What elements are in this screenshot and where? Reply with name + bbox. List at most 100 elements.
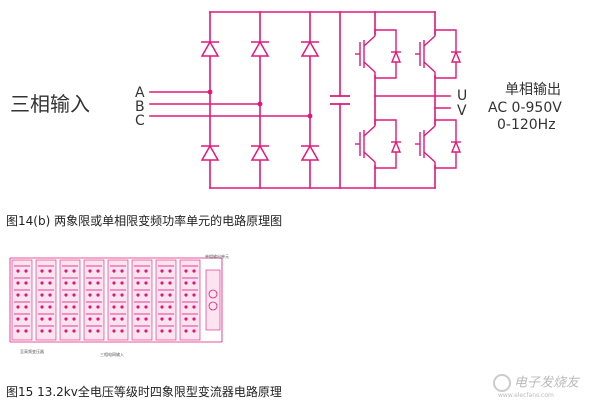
output-v-label: V [457,103,467,119]
power-cell-4-node-b-2 [96,281,100,285]
power-cell-4-node-a-5 [88,317,92,321]
thumbnail-label-output: 单相输出单元 [205,254,229,259]
igbt-lower-left [355,119,402,169]
power-cell-4-node-b-3 [96,293,100,297]
power-cell-7-node-a-6 [160,329,164,333]
power-cell-6 [131,259,153,341]
power-cell-5-node-a-3 [112,293,116,297]
watermark-url: www.elecfans.com [498,392,554,399]
power-cell-7-node-a-3 [160,293,164,297]
power-cell-5-node-b-4 [120,305,124,309]
power-cell-2-node-a-3 [40,293,44,297]
power-cell-6-node-a-6 [136,329,140,333]
power-cell-1-node-b-1 [24,269,28,273]
diode-lower-1 [200,144,220,161]
output-voltage: AC 0-950V [488,100,562,116]
power-cell-1-node-b-6 [24,329,28,333]
power-cell-6-node-a-2 [136,281,140,285]
power-cell-8-node-a-5 [184,317,188,321]
power-cell-2-node-b-5 [48,317,52,321]
power-cell-2-node-b-3 [48,293,52,297]
power-cell-3-node-b-3 [72,293,76,297]
power-cell-7-node-a-1 [160,269,164,273]
power-cell-1-node-a-1 [16,269,20,273]
power-cell-7-node-b-4 [168,305,172,309]
power-cell-4-node-b-1 [96,269,100,273]
power-cell-2-node-a-4 [40,305,44,309]
circuit-diagram-main [149,11,462,189]
power-cell-3-node-a-5 [64,317,68,321]
thumbnail-label-transformer: 至高频变压器 [20,349,44,354]
igbt-lower-right [415,119,462,169]
power-cell-7-node-b-6 [168,329,172,333]
power-cell-4 [83,259,105,341]
power-cell-3-node-b-1 [72,269,76,273]
power-cell-8-node-b-5 [192,317,196,321]
power-cell-7-node-b-2 [168,281,172,285]
power-cell-6-node-a-5 [136,317,140,321]
power-cell-4-node-a-4 [88,305,92,309]
power-cell-2 [35,259,57,341]
phase-c-label: C [135,113,145,129]
power-cell-3-node-b-5 [72,317,76,321]
power-cell-2-node-b-2 [48,281,52,285]
power-cell-5-node-a-4 [112,305,116,309]
power-cell-7-node-a-4 [160,305,164,309]
power-cell-5-node-b-3 [120,293,124,297]
figure-14-caption: 图14(b) 两象限或单相限变频功率单元的电路原理图 [6,214,283,228]
power-cell-8-node-b-3 [192,293,196,297]
junction-dot-a [207,89,213,95]
power-cell-7-node-a-2 [160,281,164,285]
power-cell-8-node-b-1 [192,269,196,273]
power-cell-5-node-b-6 [120,329,124,333]
power-cell-5-node-b-2 [120,281,124,285]
power-cell-4-node-a-1 [88,269,92,273]
junction-dot-b [257,101,263,107]
output-title: 单相输出 [505,82,561,98]
output-stage-coil-2 [208,301,218,311]
watermark-logo: 电子发烧友 [493,374,579,392]
power-cell-8-node-a-1 [184,269,188,273]
output-stage-coil-1 [208,289,218,299]
power-cell-4-node-a-6 [88,329,92,333]
input-label: 三相输入 [10,92,90,116]
power-cell-8 [179,259,201,341]
power-cell-8-node-a-6 [184,329,188,333]
watermark-icon [493,374,511,392]
power-cell-3-node-a-1 [64,269,68,273]
diode-upper-3 [300,40,320,57]
power-cell-7 [155,259,177,341]
power-cell-5-node-a-6 [112,329,116,333]
power-cell-7-node-b-5 [168,317,172,321]
power-cell-4-node-b-6 [96,329,100,333]
power-cell-8-node-b-4 [192,305,196,309]
power-cell-5 [107,259,129,341]
power-cell-3-node-b-2 [72,281,76,285]
power-cell-1 [11,259,33,341]
power-cell-8-node-a-4 [184,305,188,309]
igbt-upper-right [415,29,462,79]
power-cell-2-node-b-1 [48,269,52,273]
power-cell-7-node-b-3 [168,293,172,297]
power-cell-4-node-b-4 [96,305,100,309]
output-stage [205,269,221,331]
diode-upper-2 [250,40,270,57]
power-cell-3-node-b-4 [72,305,76,309]
power-cell-3-node-a-2 [64,281,68,285]
igbt-upper-left [355,29,402,79]
power-cell-1-node-a-4 [16,305,20,309]
power-cell-3-node-a-3 [64,293,68,297]
watermark-text: 电子发烧友 [514,375,580,391]
power-cell-7-node-a-5 [160,317,164,321]
power-cell-6-node-a-4 [136,305,140,309]
power-cell-6-node-b-4 [144,305,148,309]
power-cell-1-node-a-5 [16,317,20,321]
power-cell-2-node-a-6 [40,329,44,333]
power-cell-6-node-b-3 [144,293,148,297]
power-cell-4-node-a-3 [88,293,92,297]
power-cell-5-node-a-1 [112,269,116,273]
output-u-label: U [457,88,468,104]
circuit-diagram-thumbnail [9,257,223,343]
power-cell-6-node-a-1 [136,269,140,273]
